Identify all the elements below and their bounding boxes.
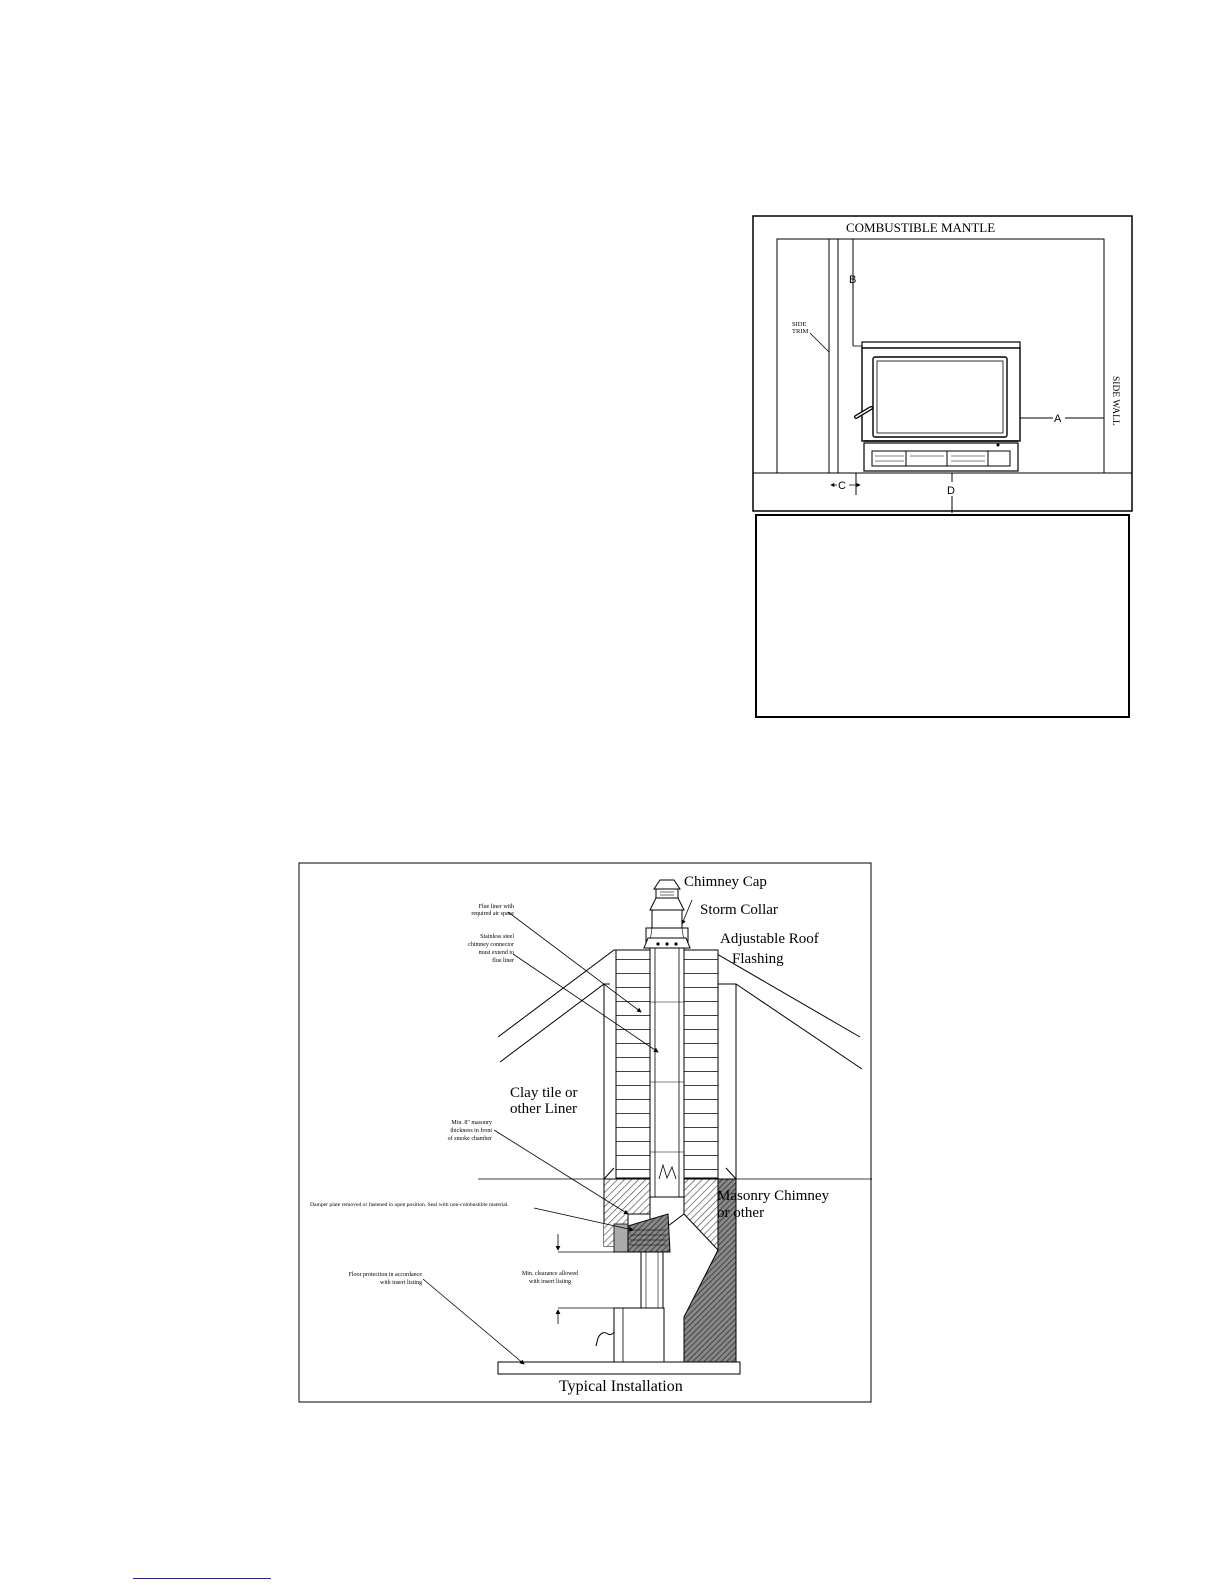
- side-wall-label: SIDE WALL: [1110, 376, 1120, 426]
- min-clearance-note: Min. clearance allowed: [522, 1271, 578, 1277]
- connector-note-4: flue liner: [492, 957, 514, 964]
- roof-flashing-label: Adjustable Roof: [720, 931, 819, 947]
- installation-diagram: Chimney Cap Storm Collar Adjustable Roof…: [298, 862, 872, 1403]
- dimension-d-bg: [946, 482, 959, 496]
- footer-link-underline: [133, 1578, 271, 1579]
- min-clearance-dimension: [555, 1234, 628, 1324]
- fireplace-insert: [595, 1307, 665, 1363]
- chimney-connector: [627, 1196, 685, 1309]
- chimney-cap-icon: [645, 879, 689, 943]
- clay-tile-label: Clay tile or: [510, 1085, 578, 1101]
- side-trim-leader: [809, 332, 830, 353]
- diagram-caption: Typical Installation: [559, 1378, 683, 1395]
- storm-collar-icon: [643, 937, 691, 949]
- flue-liner: [649, 941, 685, 1198]
- dimension-a-label: A: [1054, 413, 1062, 425]
- side-trim-label-2: TRIM: [792, 328, 808, 335]
- min-clearance-note-2: with insert listing: [529, 1279, 571, 1285]
- roof-flashing-label-2: Flashing: [732, 951, 784, 967]
- flue-liner-note-2: required air space: [471, 911, 514, 917]
- masonry-thickness-note-3: of smoke chamber: [448, 1135, 492, 1142]
- storm-collar-label: Storm Collar: [700, 902, 778, 918]
- fireplace-insert: [861, 341, 1021, 472]
- masonry-thickness-note: Min. 8" masonry: [451, 1120, 492, 1126]
- damper-note: Damper plate removed or fastened in open…: [310, 1201, 509, 1208]
- flue-liner-note: Flue liner with: [479, 904, 514, 910]
- dimension-a-bg: [1053, 412, 1065, 424]
- connector-note-2: chimney connector: [468, 942, 514, 948]
- masonry-chimney-label: Masonry Chimney: [717, 1188, 830, 1204]
- clearance-diagram: COMBUSTIBLE MANTLE SIDE TRIM B A SIDE WA…: [752, 215, 1133, 513]
- dimension-c-bg: [837, 478, 849, 491]
- combustible-mantle-label: COMBUSTIBLE MANTLE: [846, 220, 995, 235]
- connector-note-3: must extend to: [479, 950, 514, 956]
- floor-protection-note: Floor protection in accordance: [349, 1272, 423, 1278]
- fireplace-opening: [776, 238, 1105, 473]
- connector-note: Stainless steel: [480, 934, 514, 940]
- door-handle-icon: [854, 406, 873, 419]
- floor-protection-note-2: with insert listing: [380, 1280, 422, 1286]
- dimension-d-label: D: [947, 485, 955, 497]
- callout-leaders: [422, 899, 693, 1365]
- side-trim-label: SIDE: [792, 321, 806, 328]
- chimney-cap-label: Chimney Cap: [684, 874, 767, 890]
- dimension-b-label: B: [849, 274, 856, 286]
- installation-frame: [298, 862, 872, 1403]
- notes-box: [755, 514, 1130, 718]
- clay-tile-label-2: other Liner: [510, 1101, 577, 1117]
- dimension-c-label: C: [838, 480, 846, 492]
- masonry-chimney-label-2: or other: [717, 1205, 764, 1221]
- hearth-floor: [497, 1361, 741, 1375]
- masonry-thickness-note-2: thickness in front: [450, 1127, 492, 1134]
